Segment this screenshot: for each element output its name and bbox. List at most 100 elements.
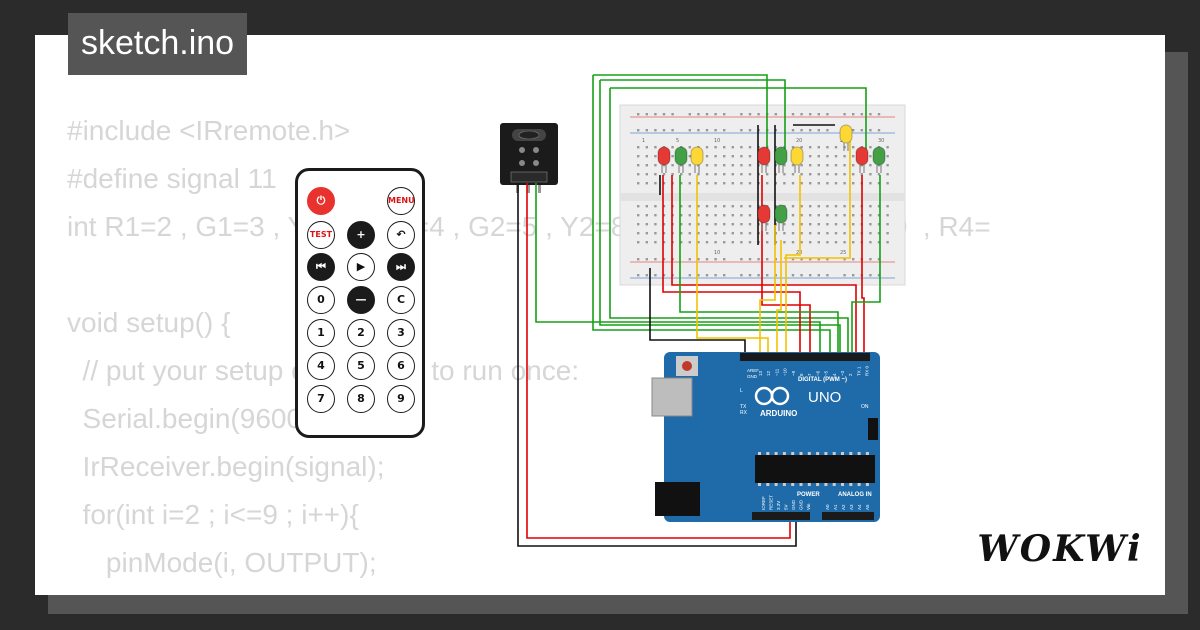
ir-remote[interactable]: ⏻ MENU TEST + ↶ ⏮ ▶ ⏭ 0 — C 1 2 3 4 5 6 7 8 9 xyxy=(295,168,425,438)
button-9[interactable]: 9 xyxy=(387,385,415,413)
button-0[interactable]: 0 xyxy=(307,286,335,314)
wokwi-logo: WOKWi xyxy=(977,528,1143,570)
button-4[interactable]: 4 xyxy=(307,352,335,380)
pin-label: ~5 xyxy=(824,370,829,376)
forward-button[interactable]: ⏭ xyxy=(387,253,415,281)
play-icon: ▶ xyxy=(356,260,366,273)
back-button[interactable]: ↶ xyxy=(387,221,415,249)
play-button[interactable]: ▶ xyxy=(347,253,375,281)
pin-label: RX 0 xyxy=(865,365,870,376)
pin-label: Vin xyxy=(806,503,811,510)
ir-receiver-module[interactable] xyxy=(500,123,558,193)
button-7[interactable]: 7 xyxy=(307,385,335,413)
led-icon[interactable] xyxy=(774,146,788,173)
column-label: 10 xyxy=(714,250,720,256)
power-header xyxy=(752,512,810,520)
code-line: #include <IRremote.h> xyxy=(67,115,351,146)
led-icon[interactable] xyxy=(690,146,704,173)
code-line: #define signal 11 xyxy=(67,163,277,194)
code-line: Serial.begin(9600); xyxy=(67,403,320,434)
aref-label: AREF xyxy=(747,368,759,373)
button-label: TEST xyxy=(309,230,333,239)
led-icon[interactable] xyxy=(757,204,771,231)
led-group xyxy=(657,124,886,231)
button-3[interactable]: 3 xyxy=(387,319,415,347)
analog-label: ANALOG IN xyxy=(838,492,872,498)
led-icon[interactable] xyxy=(855,146,869,173)
on-label: ON xyxy=(861,404,869,410)
button-label: 1 xyxy=(317,326,325,339)
pin-label: IOREF xyxy=(761,496,766,510)
button-label: MENU xyxy=(388,196,415,205)
pin-label: RESET xyxy=(769,495,774,510)
column-label: 20 xyxy=(796,138,802,144)
rewind-button[interactable]: ⏮ xyxy=(307,253,335,281)
usb-port xyxy=(651,377,693,417)
led-icon[interactable] xyxy=(790,146,804,173)
column-label: 1 xyxy=(642,138,645,144)
button-5[interactable]: 5 xyxy=(347,352,375,380)
arduino-uno[interactable]: UNO ARDUINO DIGITAL (PWM ~) POWER ANALOG… xyxy=(651,352,880,522)
pin-label: A1 xyxy=(833,504,838,510)
back-icon: ↶ xyxy=(396,228,406,241)
led-icon[interactable] xyxy=(839,124,853,151)
button-label: 8 xyxy=(357,392,365,405)
button-label: 4 xyxy=(317,359,325,372)
pin-label: ~9 xyxy=(791,370,796,376)
pin-label: A5 xyxy=(865,504,870,510)
pin-label: A2 xyxy=(841,504,846,510)
pin-label: 4 xyxy=(832,373,837,376)
led-icon[interactable] xyxy=(757,146,771,173)
button-label: 9 xyxy=(397,392,405,405)
pin-label: A3 xyxy=(849,504,854,510)
minus-button[interactable]: — xyxy=(347,286,375,314)
pin-label: 3.3V xyxy=(776,501,781,510)
rewind-icon: ⏮ xyxy=(316,260,326,273)
power-jack xyxy=(655,482,700,516)
button-c[interactable]: C xyxy=(387,286,415,314)
pin-label: 5V xyxy=(784,504,789,510)
pin-label: GND xyxy=(791,499,796,510)
menu-button[interactable]: MENU xyxy=(387,187,415,215)
pin-label: ~3 xyxy=(840,370,845,376)
board-name: UNO xyxy=(808,389,841,406)
plus-button[interactable]: + xyxy=(347,221,375,249)
pin-label: ~6 xyxy=(815,370,820,376)
test-button[interactable]: TEST xyxy=(307,221,335,249)
wires xyxy=(517,74,881,547)
power-icon: ⏻ xyxy=(316,194,326,207)
pin-label: GND xyxy=(799,499,804,510)
digital-header xyxy=(740,353,870,361)
button-6[interactable]: 6 xyxy=(387,352,415,380)
plus-icon: + xyxy=(356,228,366,241)
pin-label: 2 xyxy=(848,373,853,376)
power-button[interactable]: ⏻ xyxy=(307,187,335,215)
code-line: IrReceiver.begin(signal); xyxy=(67,451,385,482)
reset-button[interactable] xyxy=(682,361,692,371)
pin-label: 8 xyxy=(799,373,804,376)
pin-label: 13 xyxy=(758,370,763,376)
rx-label: RX xyxy=(740,410,748,416)
atmega-chip xyxy=(755,455,875,483)
pin-label: TX 1 xyxy=(856,366,861,376)
led-icon[interactable] xyxy=(657,146,671,173)
code-line: pinMode(i, OUTPUT); xyxy=(67,547,377,578)
button-label: 0 xyxy=(317,293,325,306)
fast-forward-icon: ⏭ xyxy=(396,260,406,273)
button-1[interactable]: 1 xyxy=(307,319,335,347)
led-icon[interactable] xyxy=(774,204,788,231)
pin-label: A0 xyxy=(825,504,830,510)
button-label: 3 xyxy=(397,326,405,339)
button-2[interactable]: 2 xyxy=(347,319,375,347)
led-icon[interactable] xyxy=(872,146,886,173)
analog-header xyxy=(822,512,874,520)
button-8[interactable]: 8 xyxy=(347,385,375,413)
button-label: 6 xyxy=(397,359,405,372)
led-icon[interactable] xyxy=(674,146,688,173)
board-brand: ARDUINO xyxy=(760,409,797,418)
minus-icon: — xyxy=(355,293,367,306)
power-label: POWER xyxy=(797,492,820,498)
button-label: 7 xyxy=(317,392,325,405)
gnd-label: GND xyxy=(747,374,758,379)
